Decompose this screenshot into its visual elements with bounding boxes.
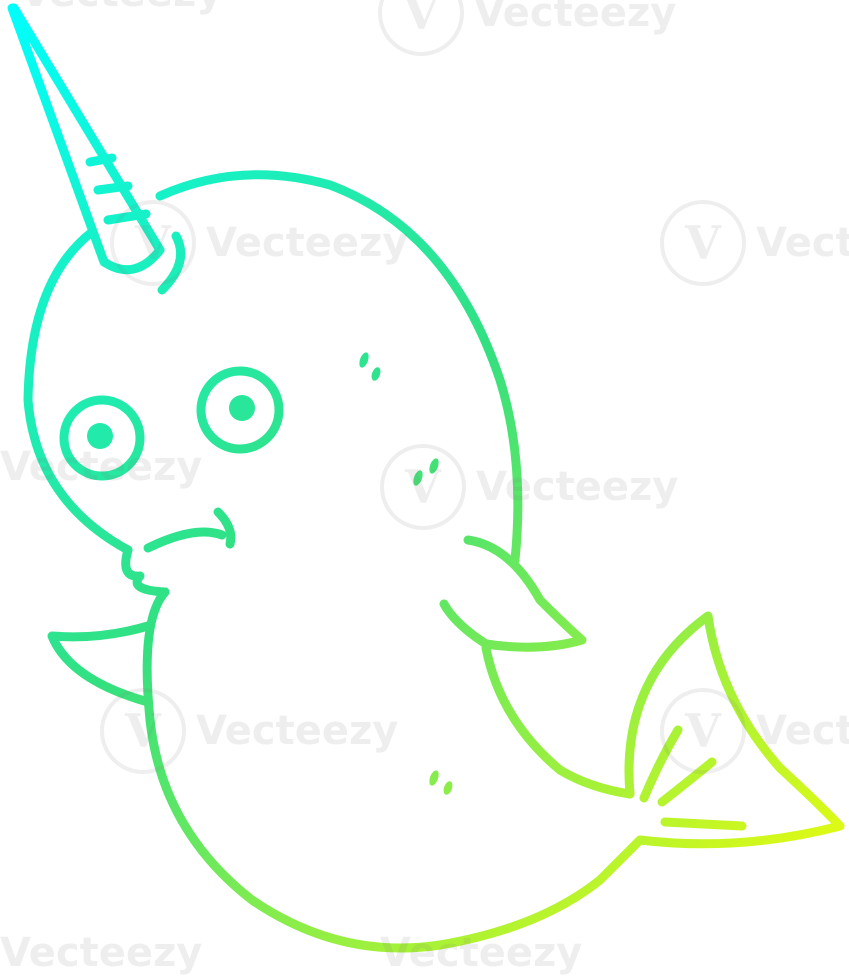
freckle [371, 367, 381, 381]
left-pupil [87, 423, 113, 449]
neck-wrinkle [121, 545, 170, 597]
freckle [413, 470, 423, 486]
tail-line-2 [657, 757, 717, 807]
freckle [429, 770, 439, 786]
tail-fluke [624, 611, 845, 849]
mouth-corner [213, 507, 236, 549]
tail-line-1 [639, 725, 683, 803]
freckle [429, 458, 439, 474]
tusk-ridge-3 [103, 209, 151, 225]
tusk [7, 3, 165, 275]
head-left-outline [23, 227, 133, 555]
tusk-ridge-2 [93, 181, 133, 195]
tusk-ridge-1 [85, 153, 117, 167]
tusk-base-curl [157, 231, 186, 295]
left-fin [47, 621, 153, 707]
freckle [443, 781, 453, 795]
mouth [143, 527, 227, 553]
freckle [359, 352, 369, 368]
belly-outline [142, 587, 645, 953]
tail-line-3 [660, 817, 747, 831]
back-outline [481, 643, 635, 799]
right-eye [196, 366, 284, 454]
right-pupil [229, 395, 255, 421]
head-outline [155, 170, 523, 565]
right-fin [439, 535, 587, 652]
left-eye [59, 395, 145, 481]
